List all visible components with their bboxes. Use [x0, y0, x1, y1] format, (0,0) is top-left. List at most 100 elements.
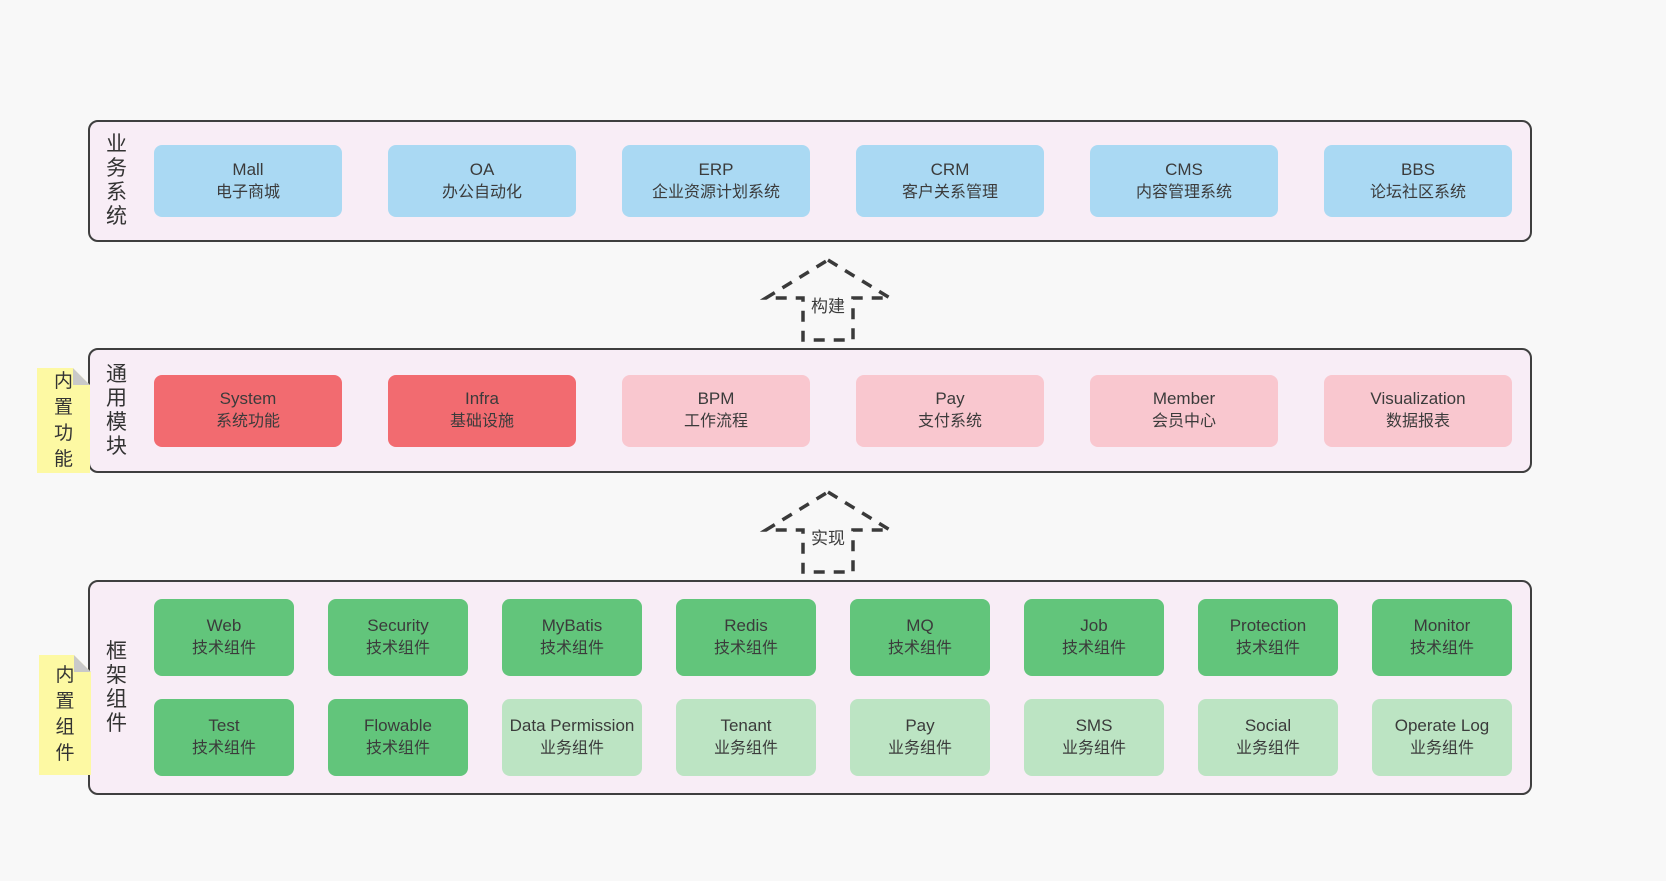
box-cms-name: CMS — [1165, 159, 1203, 179]
band-framework-components: 框架组件 Web 技术组件 Security 技术组件 MyBatis 技术组件… — [88, 580, 1532, 795]
box-crm-name: CRM — [930, 159, 970, 179]
box-crm-desc: 客户关系管理 — [901, 183, 998, 201]
box-erp-desc: 企业资源计划系统 — [651, 183, 780, 201]
box-job-name: Job — [1080, 616, 1108, 636]
box-mq-desc: 技术组件 — [887, 640, 952, 658]
box-data-permission: Data Permission 业务组件 — [502, 699, 642, 776]
band-label-common-modules: 通用模块 — [106, 362, 127, 458]
box-member-desc: 会员中心 — [1151, 413, 1216, 431]
box-redis: Redis 技术组件 — [676, 599, 816, 676]
sticky-built-in-functions-label: 内置功能 — [53, 370, 73, 470]
box-mq-name: MQ — [906, 616, 934, 636]
arrow-implement-label: 实现 — [808, 523, 848, 551]
box-erp-name: ERP — [698, 159, 734, 179]
box-visualization: Visualization 数据报表 — [1324, 374, 1512, 447]
box-security: Security 技术组件 — [328, 599, 468, 676]
box-job-desc: 技术组件 — [1061, 640, 1126, 658]
box-social-name: Social — [1244, 716, 1292, 736]
box-mall-name: Mall — [232, 159, 264, 179]
box-operate-log-desc: 业务组件 — [1409, 740, 1474, 758]
box-mall: Mall 电子商城 — [154, 145, 342, 217]
sticky-built-in-components-label: 内置组件 — [55, 665, 75, 764]
box-monitor: Monitor 技术组件 — [1372, 599, 1512, 676]
box-web: Web 技术组件 — [154, 599, 294, 676]
business-systems-boxes: Mall 电子商城 OA 办公自动化 ERP 企业资源计划系统 CRM 客户关系… — [128, 145, 1530, 217]
box-test-name: Test — [208, 716, 240, 736]
box-sms-name: SMS — [1075, 716, 1113, 736]
box-pay-module: Pay 支付系统 — [856, 374, 1044, 447]
box-social: Social 业务组件 — [1198, 699, 1338, 776]
box-operate-log: Operate Log 业务组件 — [1372, 699, 1512, 776]
sticky-built-in-components: 内置组件 — [39, 655, 91, 775]
box-bbs: BBS 论坛社区系统 — [1324, 145, 1512, 217]
framework-row-2: Test 技术组件 Flowable 技术组件 Data Permission … — [154, 699, 1512, 776]
box-bpm-name: BPM — [697, 389, 735, 409]
box-pay-component-name: Pay — [905, 716, 935, 736]
framework-row-1: Web 技术组件 Security 技术组件 MyBatis 技术组件 Redi… — [154, 599, 1512, 676]
box-bpm-desc: 工作流程 — [683, 413, 748, 431]
box-sms: SMS 业务组件 — [1024, 699, 1164, 776]
box-cms-desc: 内容管理系统 — [1135, 183, 1232, 201]
box-mybatis-name: MyBatis — [541, 616, 603, 636]
band-label-framework-components: 框架组件 — [106, 639, 127, 735]
box-pay-module-name: Pay — [935, 389, 965, 409]
box-data-permission-desc: 业务组件 — [539, 740, 604, 758]
common-modules-boxes: System 系统功能 Infra 基础设施 BPM 工作流程 Pay 支付系统… — [128, 374, 1530, 447]
box-sms-desc: 业务组件 — [1061, 740, 1126, 758]
box-oa: OA 办公自动化 — [388, 145, 576, 217]
box-protection-name: Protection — [1229, 616, 1307, 636]
sticky-built-in-functions: 内置功能 — [37, 368, 90, 473]
box-pay-module-desc: 支付系统 — [917, 413, 982, 431]
box-test-desc: 技术组件 — [191, 740, 256, 758]
band-business-systems: 业务系统 Mall 电子商城 OA 办公自动化 ERP 企业资源计划系统 CRM… — [88, 120, 1532, 242]
box-mybatis: MyBatis 技术组件 — [502, 599, 642, 676]
box-infra-desc: 基础设施 — [449, 413, 514, 431]
box-redis-desc: 技术组件 — [713, 640, 778, 658]
box-test: Test 技术组件 — [154, 699, 294, 776]
box-visualization-desc: 数据报表 — [1385, 413, 1450, 431]
box-operate-log-name: Operate Log — [1394, 716, 1490, 736]
box-oa-name: OA — [469, 159, 495, 179]
box-protection: Protection 技术组件 — [1198, 599, 1338, 676]
box-mybatis-desc: 技术组件 — [539, 640, 604, 658]
box-oa-desc: 办公自动化 — [441, 183, 522, 201]
box-bbs-desc: 论坛社区系统 — [1369, 183, 1466, 201]
box-mall-desc: 电子商城 — [215, 183, 280, 201]
box-cms: CMS 内容管理系统 — [1090, 145, 1278, 217]
box-security-desc: 技术组件 — [365, 640, 430, 658]
box-flowable: Flowable 技术组件 — [328, 699, 468, 776]
box-pay-component-desc: 业务组件 — [887, 740, 952, 758]
arrow-build: 构建 — [758, 256, 898, 344]
box-redis-name: Redis — [724, 616, 768, 636]
box-monitor-desc: 技术组件 — [1409, 640, 1474, 658]
box-data-permission-name: Data Permission — [509, 716, 635, 736]
box-pay-component: Pay 业务组件 — [850, 699, 990, 776]
box-crm: CRM 客户关系管理 — [856, 145, 1044, 217]
box-flowable-desc: 技术组件 — [365, 740, 430, 758]
box-web-name: Web — [206, 616, 242, 636]
band-label-business-systems: 业务系统 — [106, 133, 127, 228]
box-member: Member 会员中心 — [1090, 374, 1278, 447]
box-system-name: System — [219, 389, 277, 409]
box-web-desc: 技术组件 — [191, 640, 256, 658]
box-tenant-name: Tenant — [720, 716, 772, 736]
box-protection-desc: 技术组件 — [1235, 640, 1300, 658]
box-infra: Infra 基础设施 — [388, 374, 576, 447]
box-flowable-name: Flowable — [363, 716, 433, 736]
box-job: Job 技术组件 — [1024, 599, 1164, 676]
box-infra-name: Infra — [464, 389, 500, 409]
box-system-desc: 系统功能 — [215, 413, 280, 431]
box-tenant-desc: 业务组件 — [713, 740, 778, 758]
box-visualization-name: Visualization — [1370, 389, 1466, 409]
box-tenant: Tenant 业务组件 — [676, 699, 816, 776]
box-bpm: BPM 工作流程 — [622, 374, 810, 447]
framework-components-rows: Web 技术组件 Security 技术组件 MyBatis 技术组件 Redi… — [128, 599, 1530, 776]
box-social-desc: 业务组件 — [1235, 740, 1300, 758]
box-security-name: Security — [367, 616, 429, 636]
box-monitor-name: Monitor — [1413, 616, 1471, 636]
box-bbs-name: BBS — [1400, 159, 1436, 179]
box-member-name: Member — [1152, 389, 1216, 409]
box-system: System 系统功能 — [154, 374, 342, 447]
band-common-modules: 通用模块 System 系统功能 Infra 基础设施 BPM 工作流程 Pay… — [88, 348, 1532, 473]
box-mq: MQ 技术组件 — [850, 599, 990, 676]
